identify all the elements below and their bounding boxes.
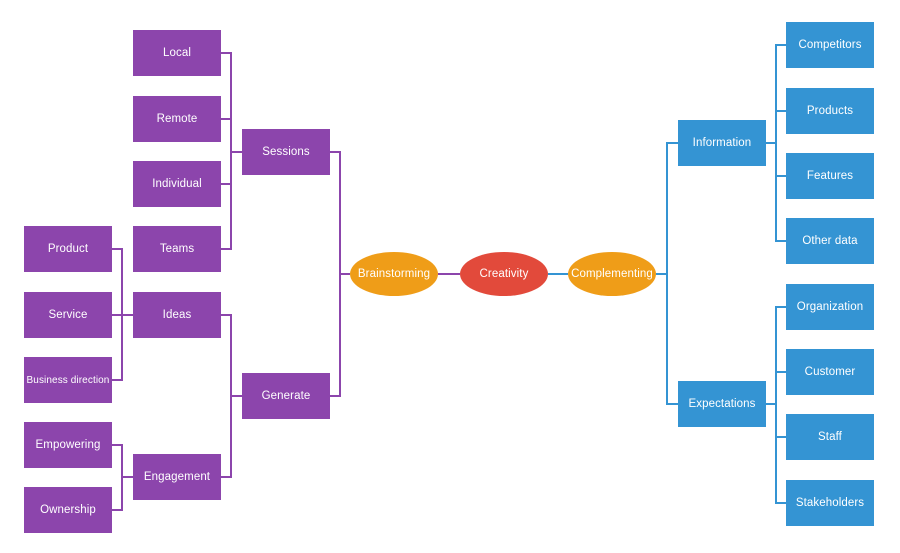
node-staff[interactable]: Staff: [786, 414, 874, 460]
node-generate[interactable]: Generate: [242, 373, 330, 419]
sessions-trunk-4: [221, 152, 232, 250]
node-label: Competitors: [798, 38, 862, 51]
node-label: Local: [163, 46, 191, 59]
node-label: Brainstorming: [357, 267, 431, 280]
node-label: Product: [47, 242, 89, 255]
brainstorming-trunk-low: [330, 274, 341, 397]
information-trunk-3: [775, 143, 786, 177]
engagement-trunk: [112, 444, 133, 478]
node-label: Teams: [159, 242, 195, 255]
node-engagement[interactable]: Engagement: [133, 454, 221, 500]
node-label: Empowering: [35, 438, 101, 451]
node-ownership[interactable]: Ownership: [24, 487, 112, 533]
node-organization[interactable]: Organization: [786, 284, 874, 330]
expectations-trunk-4: [775, 404, 786, 504]
node-individual[interactable]: Individual: [133, 161, 221, 207]
node-label: Business direction: [26, 374, 110, 386]
node-information[interactable]: Information: [678, 120, 766, 166]
node-label: Staff: [818, 430, 842, 443]
node-label: Stakeholders: [795, 496, 865, 509]
expectations-trunk-2: [775, 371, 786, 404]
node-creativity[interactable]: Creativity: [460, 252, 548, 296]
node-label: Features: [806, 169, 854, 182]
sessions-trunk-3: [221, 152, 232, 185]
node-label: Ideas: [162, 308, 192, 321]
node-label: Customer: [804, 365, 856, 378]
node-ideas[interactable]: Ideas: [133, 292, 221, 338]
node-label: Ownership: [40, 503, 96, 516]
complementing-trunk-up: [656, 142, 678, 275]
node-customer[interactable]: Customer: [786, 349, 874, 395]
node-complementing[interactable]: Complementing: [568, 252, 656, 296]
node-service[interactable]: Service: [24, 292, 112, 338]
node-products[interactable]: Products: [786, 88, 874, 134]
node-label: Expectations: [688, 397, 756, 410]
ideas-trunk: [112, 248, 133, 316]
node-empowering[interactable]: Empowering: [24, 422, 112, 468]
node-sessions[interactable]: Sessions: [242, 129, 330, 175]
node-label: Generate: [261, 389, 311, 402]
sessions-trunk: [221, 52, 242, 153]
node-teams[interactable]: Teams: [133, 226, 221, 272]
node-remote[interactable]: Remote: [133, 96, 221, 142]
node-product[interactable]: Product: [24, 226, 112, 272]
node-label: Remote: [156, 112, 198, 125]
node-label: Organization: [796, 300, 864, 313]
node-business-direction[interactable]: Business direction: [24, 357, 112, 403]
complementing-trunk-down: [666, 274, 678, 405]
node-label: Individual: [152, 177, 202, 190]
expectations-trunk: [766, 306, 786, 405]
information-trunk: [766, 44, 786, 144]
expectations-trunk-3: [775, 404, 786, 438]
node-other-data[interactable]: Other data: [786, 218, 874, 264]
node-label: Information: [692, 136, 752, 149]
node-label: Engagement: [143, 470, 211, 483]
node-label: Sessions: [262, 145, 310, 158]
sessions-trunk-2: [221, 118, 232, 152]
generate-trunk-up: [221, 314, 242, 397]
node-features[interactable]: Features: [786, 153, 874, 199]
node-competitors[interactable]: Competitors: [786, 22, 874, 68]
engagement-trunk-2: [112, 477, 123, 511]
brainstorming-trunk: [330, 151, 350, 275]
node-brainstorming[interactable]: Brainstorming: [350, 252, 438, 296]
node-local[interactable]: Local: [133, 30, 221, 76]
information-trunk-2: [775, 110, 786, 143]
node-label: Creativity: [479, 267, 529, 280]
node-label: Products: [806, 104, 854, 117]
generate-trunk-down: [221, 396, 232, 478]
node-expectations[interactable]: Expectations: [678, 381, 766, 427]
information-trunk-4: [775, 143, 786, 242]
ideas-trunk-3: [112, 315, 123, 381]
node-label: Complementing: [571, 267, 653, 280]
node-stakeholders[interactable]: Stakeholders: [786, 480, 874, 526]
node-label: Other data: [802, 234, 858, 247]
node-label: Service: [48, 308, 88, 321]
